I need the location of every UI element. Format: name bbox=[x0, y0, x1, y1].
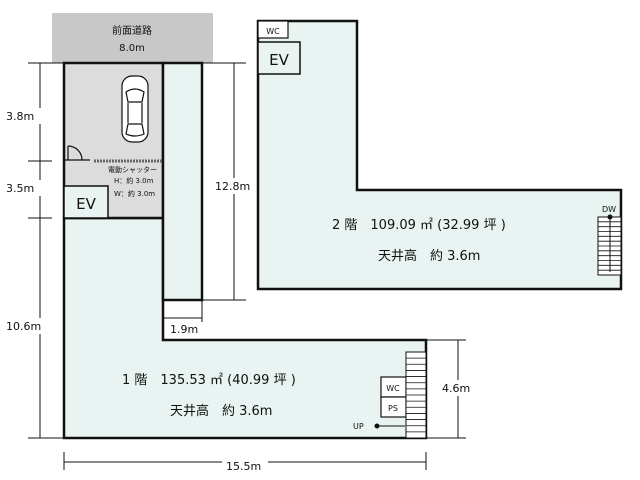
road-label: 前面道路 bbox=[112, 24, 152, 37]
car-icon bbox=[121, 75, 149, 143]
floor2-area-label: 2 階 109.09 ㎡ (32.99 坪 ) bbox=[332, 218, 506, 233]
dim-left-mid: 3.5m bbox=[6, 182, 34, 195]
wc-2f bbox=[257, 20, 289, 39]
road-width: 8.0m bbox=[119, 43, 145, 54]
dim-left-bottom: 10.6m bbox=[6, 320, 41, 333]
narrow-strip bbox=[161, 61, 204, 302]
dim-left-top: 3.8m bbox=[6, 110, 34, 123]
elevator-1f-label: EV bbox=[76, 195, 96, 213]
shutter-height: H：約 3.0m bbox=[114, 176, 154, 185]
floor1-ceiling-label: 天井高 約 3.6m bbox=[170, 403, 272, 419]
front-road bbox=[52, 13, 213, 63]
floor2-ceiling-label: 天井高 約 3.6m bbox=[378, 248, 480, 264]
dim-bottom-right-height: 4.6m bbox=[442, 382, 470, 395]
elevator-2f bbox=[257, 41, 301, 75]
dim-total-width: 15.5m bbox=[226, 460, 261, 473]
ps-1f-label: PS bbox=[388, 404, 398, 413]
wc-1f-label: WC bbox=[386, 384, 400, 393]
floor2-area bbox=[256, 19, 623, 291]
wc-2f-label: WC bbox=[266, 27, 280, 36]
shutter-title: 電動シャッター bbox=[108, 165, 157, 174]
elevator-1f bbox=[63, 185, 109, 219]
stair-1f bbox=[405, 351, 427, 439]
door-icon bbox=[64, 145, 90, 161]
dim-right-height: 12.8m bbox=[215, 180, 250, 193]
floor1-area-label: 1 階 135.53 ㎡ (40.99 坪 ) bbox=[122, 373, 296, 388]
stair-1f-up-label: UP bbox=[353, 422, 364, 431]
stair-2f-dw-label: DW bbox=[602, 205, 616, 214]
dim-strip-width: 1.9m bbox=[170, 323, 198, 336]
shutter-width: W：約 3.0m bbox=[114, 189, 155, 198]
elevator-2f-label: EV bbox=[269, 51, 289, 69]
